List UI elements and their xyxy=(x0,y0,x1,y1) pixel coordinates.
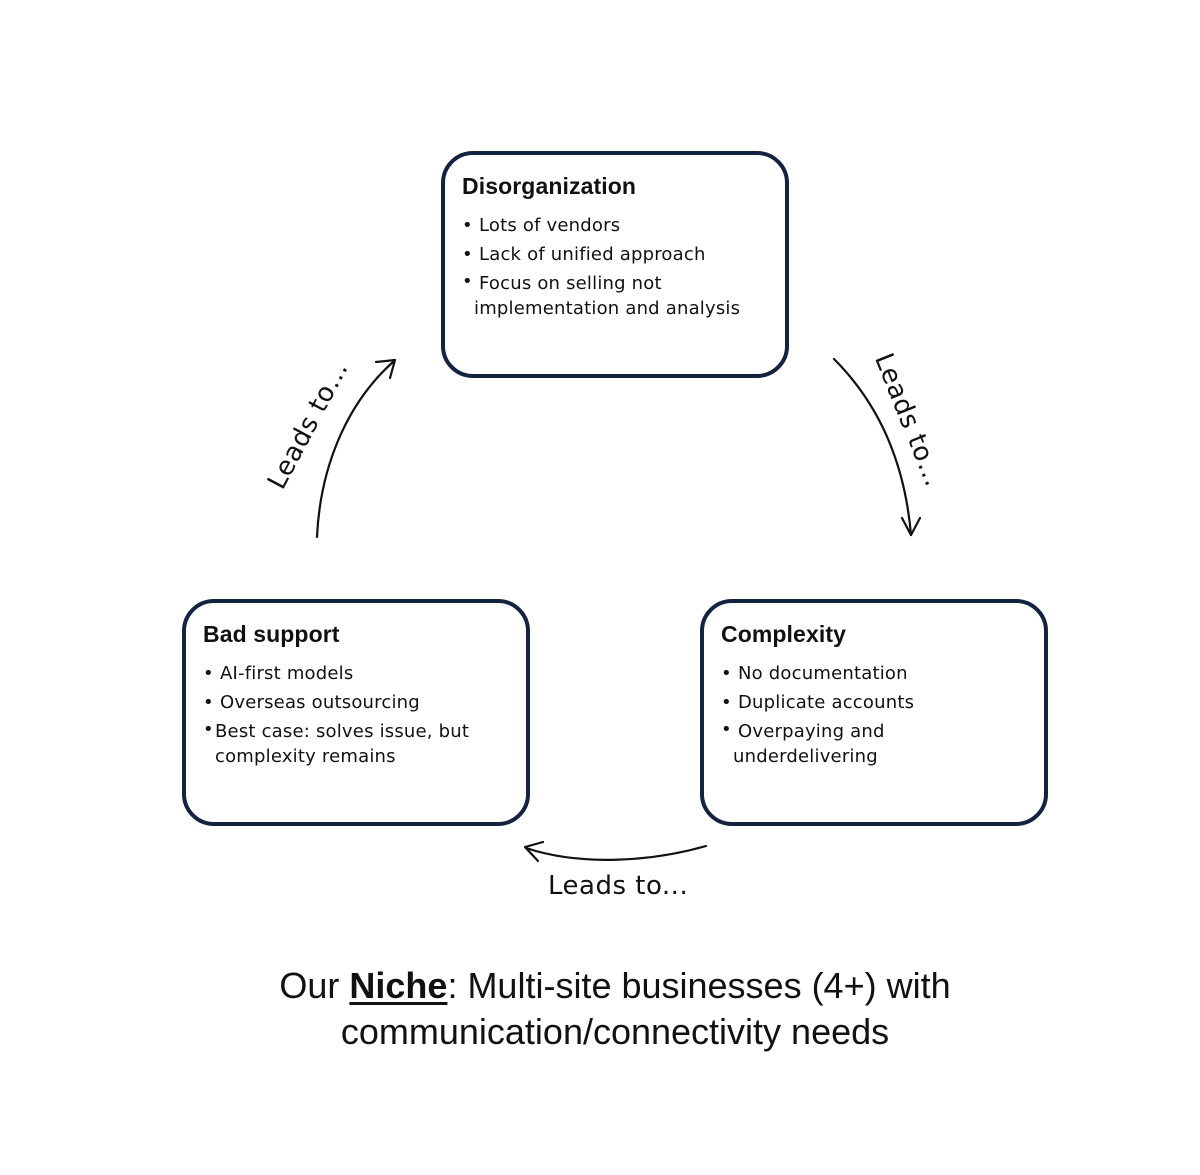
arrow-left-curve xyxy=(315,360,395,539)
box-title: Bad support xyxy=(203,621,340,647)
box-title: Complexity xyxy=(721,621,846,647)
list-item: •Overseas outsourcing xyxy=(203,692,420,713)
arrow-bottom-curve xyxy=(524,844,708,861)
niche-emphasis: Niche xyxy=(349,965,448,1006)
box-title: Disorganization xyxy=(462,173,637,199)
list-item: •No documentation xyxy=(721,663,908,684)
arrow-right-curve xyxy=(832,357,913,537)
niche-statement-line1: Our Niche: Multi-site businesses (4+) wi… xyxy=(279,965,951,1006)
list-item: •Lack of unified approach xyxy=(462,244,706,265)
bullet-list: •AI-first models •Overseas outsourcing •… xyxy=(203,659,510,769)
box-disorganization: Disorganization •Lots of vendors •Lack o… xyxy=(441,151,789,378)
arrow-bottom-head-icon xyxy=(523,840,545,863)
arrow-left-head-icon xyxy=(374,358,397,380)
list-item: •Lots of vendors xyxy=(462,215,621,236)
box-complexity: Complexity •No documentation •Duplicate … xyxy=(700,599,1048,826)
bullet-list: •No documentation •Duplicate accounts •O… xyxy=(721,659,1028,769)
list-item: •Duplicate accounts xyxy=(721,692,915,713)
box-bad-support: Bad support •AI-first models •Overseas o… xyxy=(182,599,530,826)
niche-statement-line2: communication/connectivity needs xyxy=(340,1011,890,1052)
list-item: •AI-first models xyxy=(203,663,354,684)
leads-to-label-bottom: Leads to... xyxy=(548,871,689,901)
bullet-list: •Lots of vendors •Lack of unified approa… xyxy=(462,211,769,321)
arrow-right-head-icon xyxy=(900,516,922,537)
